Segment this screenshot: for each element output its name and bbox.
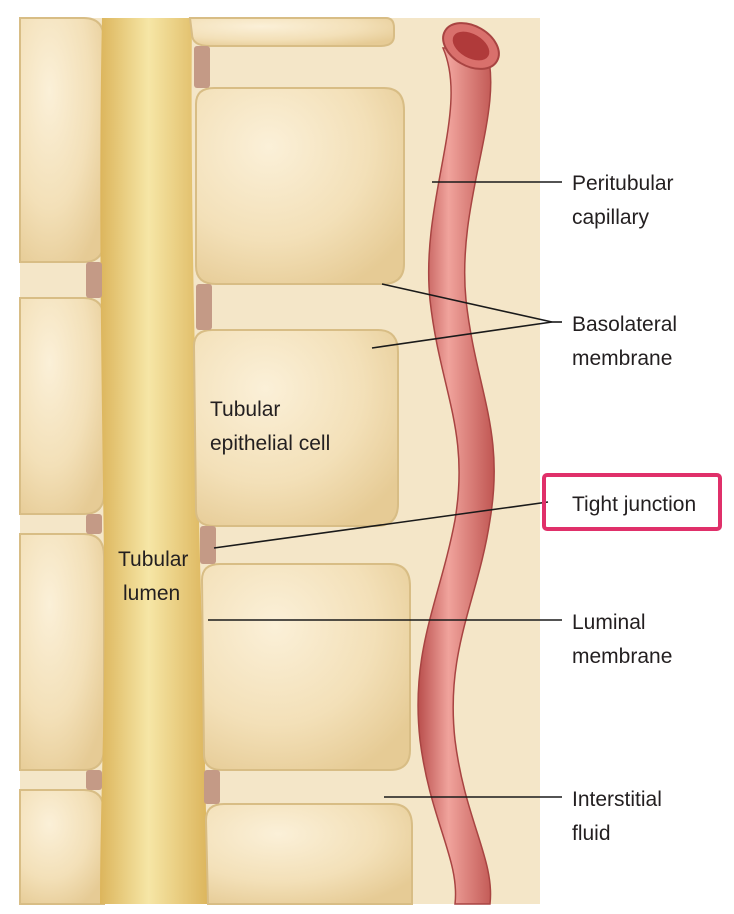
tight-junction xyxy=(200,526,216,564)
tubular-lumen-label: Tubular lumen xyxy=(118,548,194,605)
peritubular-capillary xyxy=(417,22,500,905)
left-junctions xyxy=(86,262,102,790)
tight-junction xyxy=(86,262,102,298)
tight-junction-label: Tight junction xyxy=(572,493,696,516)
tight-junction xyxy=(204,770,220,804)
epithelial-cell xyxy=(192,329,399,527)
capillary-tube xyxy=(417,47,495,905)
epithelial-cell xyxy=(19,789,105,905)
peritubular-capillary-label: Peritubular capillary xyxy=(572,172,679,229)
epithelial-cell xyxy=(19,17,105,263)
epithelial-cell xyxy=(188,17,395,47)
epithelial-cell xyxy=(19,533,105,771)
tubular-lumen xyxy=(100,18,208,904)
leader-basolateral-membrane-a xyxy=(381,283,553,323)
epithelial-cell xyxy=(19,297,105,515)
tight-junction xyxy=(194,46,210,88)
right-junctions xyxy=(194,46,220,804)
epithelial-cell xyxy=(200,563,411,771)
leader-lines xyxy=(208,181,562,798)
tight-junction xyxy=(196,284,212,330)
leader-tight-junction xyxy=(213,501,549,549)
tight-junction xyxy=(86,770,102,790)
leader-basolateral-membrane-b xyxy=(371,321,553,349)
tubular-epithelial-cell-label: Tubular epithelial cell xyxy=(210,398,330,455)
tight-junction xyxy=(86,514,102,534)
epithelial-cell xyxy=(204,803,413,905)
right-cell-column xyxy=(188,17,413,905)
epithelial-cell xyxy=(195,87,405,285)
tight-junction-highlight-box xyxy=(542,473,722,531)
luminal-membrane-label: Luminal membrane xyxy=(572,611,672,668)
interstitial-fluid-label: Interstitial fluid xyxy=(572,788,668,845)
basolateral-membrane-label: Basolateral membrane xyxy=(572,313,683,370)
capillary-lumen-opening xyxy=(452,31,490,61)
